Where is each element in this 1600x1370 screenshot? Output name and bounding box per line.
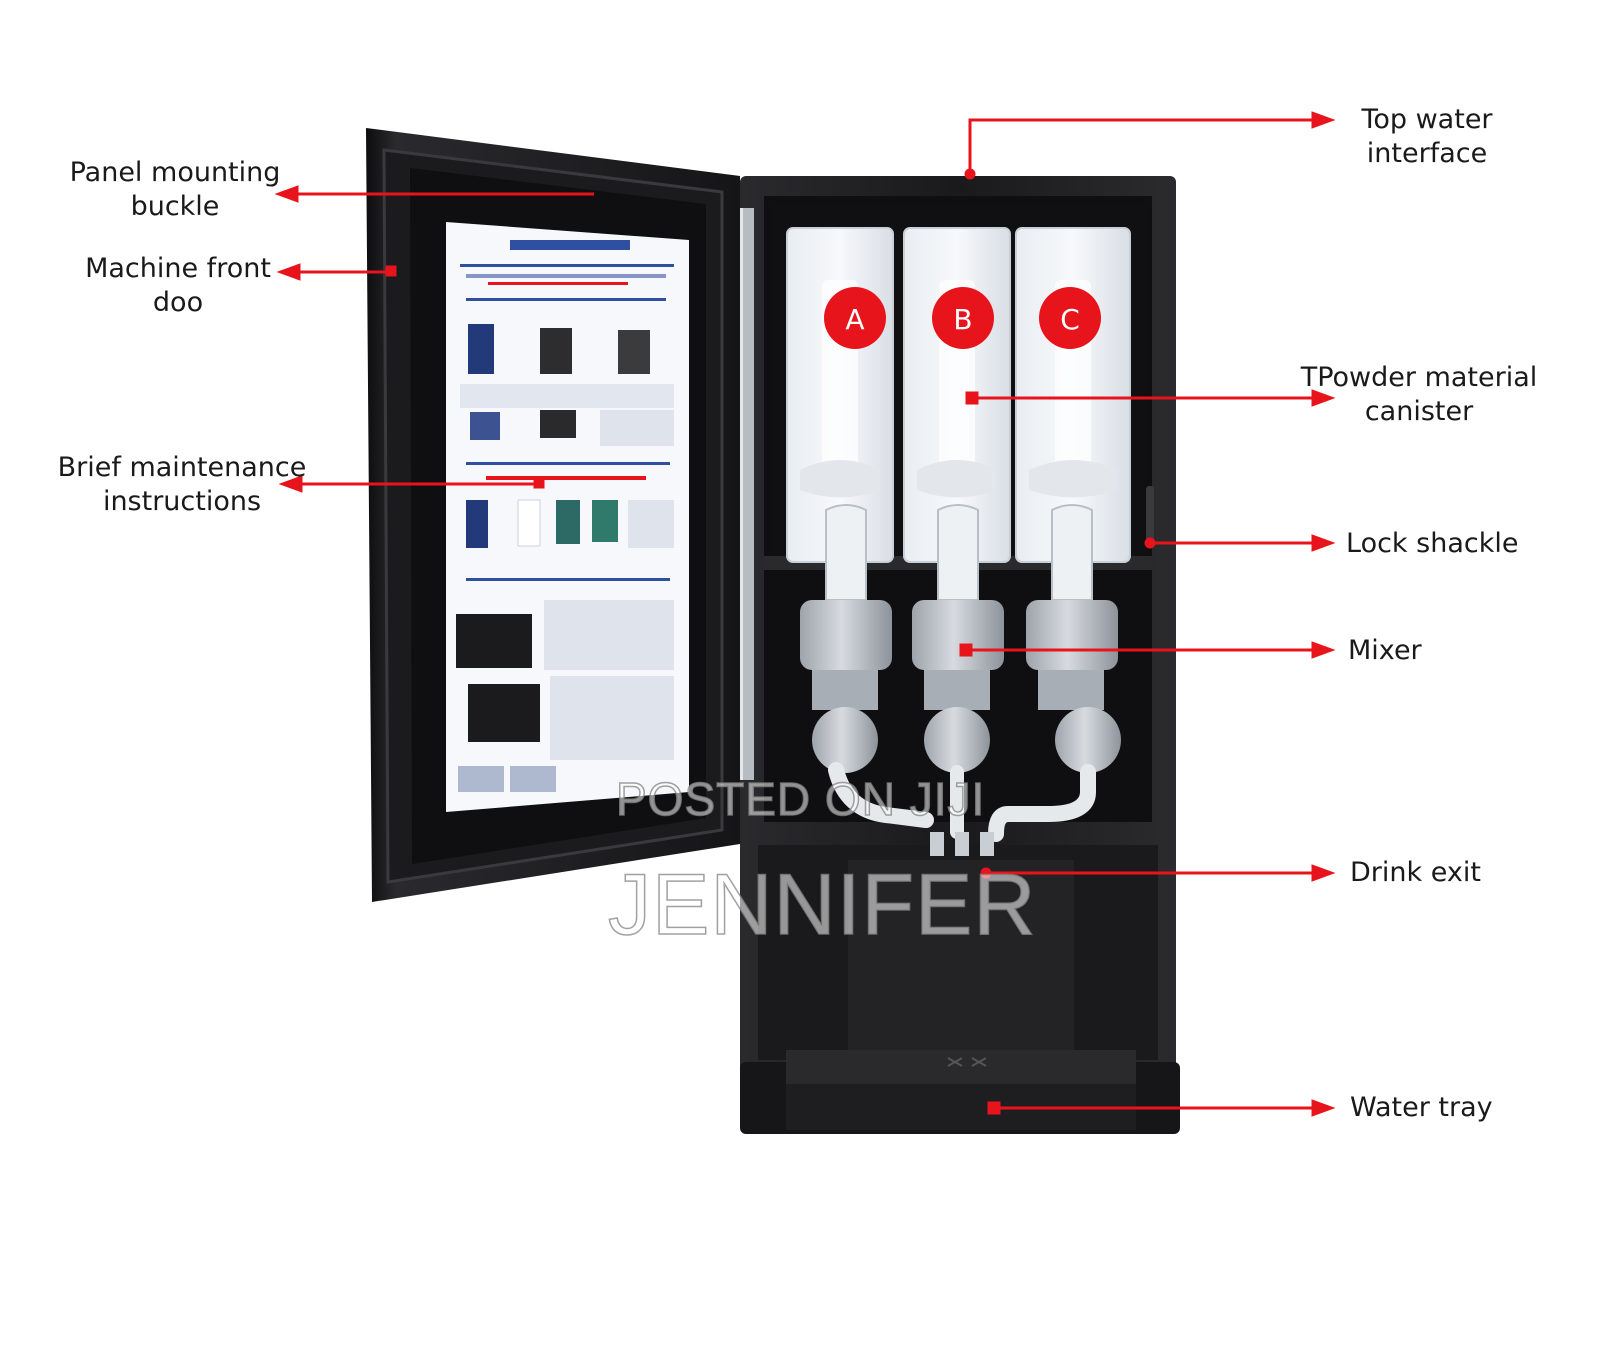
canister-badge-c-text: C <box>1060 303 1080 336</box>
label-powder-canister-line1: TPowder material <box>1300 362 1538 393</box>
canister-badge-b: B <box>932 287 994 349</box>
label-top-water-interface-line2: interface <box>1366 138 1488 169</box>
arrowhead-machine-front-door <box>276 263 301 281</box>
label-mixer-line1: Mixer <box>1348 635 1422 666</box>
label-panel-mounting-buckle-line1: Panel mounting <box>69 157 281 188</box>
label-water-tray-line1: Water tray <box>1350 1092 1493 1123</box>
label-machine-front-door: Machine front doo <box>70 252 286 320</box>
anchor-drink-exit <box>980 867 992 879</box>
label-brief-maintenance-line2: instructions <box>102 486 262 517</box>
callout-arrows <box>274 111 1336 1117</box>
anchor-lock-shackle <box>1144 537 1156 549</box>
label-powder-canister-line2: canister <box>1364 396 1474 427</box>
canister-badge-b-text: B <box>953 303 972 336</box>
canister-badge-a: A <box>824 287 886 349</box>
mixer-a <box>800 504 934 828</box>
label-water-tray: Water tray <box>1350 1091 1493 1125</box>
arrowhead-lock-shackle <box>1311 534 1336 552</box>
arrowhead-water-tray <box>1311 1099 1336 1117</box>
mixer-b <box>912 504 1004 839</box>
label-mixer: Mixer <box>1348 634 1422 668</box>
label-lock-shackle: Lock shackle <box>1346 527 1518 561</box>
maintenance-sheet <box>446 222 689 812</box>
canister-badge-c: C <box>1039 287 1101 349</box>
label-lock-shackle-line1: Lock shackle <box>1346 528 1519 559</box>
arrow-top-water-interface <box>968 118 1316 176</box>
label-brief-maintenance-line1: Brief maintenance <box>57 452 307 483</box>
arrowhead-mixer <box>1311 641 1336 659</box>
label-powder-material-canister: TPowder material canister <box>1292 361 1546 429</box>
canister-badge-a-text: A <box>845 303 864 336</box>
anchor-top-water-interface <box>964 168 976 180</box>
door-hinge <box>736 208 754 780</box>
arrowhead-powder-canister <box>1311 389 1336 407</box>
anchor-water-tray <box>987 1101 1001 1115</box>
arrowhead-top-water-interface <box>1311 111 1336 129</box>
arrowhead-panel-mounting-buckle <box>274 185 299 203</box>
arrowhead-brief-maintenance <box>278 475 303 493</box>
watermark-line2: JENNIFER <box>607 856 1037 954</box>
label-machine-front-door-line2: doo <box>152 287 204 318</box>
anchor-brief-maintenance <box>533 477 545 489</box>
drink-exit-nozzles <box>930 832 994 856</box>
label-drink-exit-line1: Drink exit <box>1350 857 1481 888</box>
anchor-powder-canister <box>965 391 979 405</box>
watermark-line1: POSTED ON JIJI <box>615 772 986 826</box>
label-machine-front-door-line1: Machine front <box>85 253 271 284</box>
label-drink-exit: Drink exit <box>1350 856 1481 890</box>
anchor-machine-front-door <box>385 265 397 277</box>
label-top-water-interface: Top water interface <box>1342 103 1512 171</box>
lock-shackle <box>1146 486 1154 546</box>
mixer-c <box>988 504 1121 842</box>
label-top-water-interface-line1: Top water <box>1361 104 1493 135</box>
label-panel-mounting-buckle: Panel mounting buckle <box>52 156 298 224</box>
label-brief-maintenance-instructions: Brief maintenance instructions <box>44 451 320 519</box>
anchor-mixer <box>959 643 973 657</box>
arrowhead-drink-exit <box>1311 864 1336 882</box>
label-panel-mounting-buckle-line2: buckle <box>130 191 220 222</box>
